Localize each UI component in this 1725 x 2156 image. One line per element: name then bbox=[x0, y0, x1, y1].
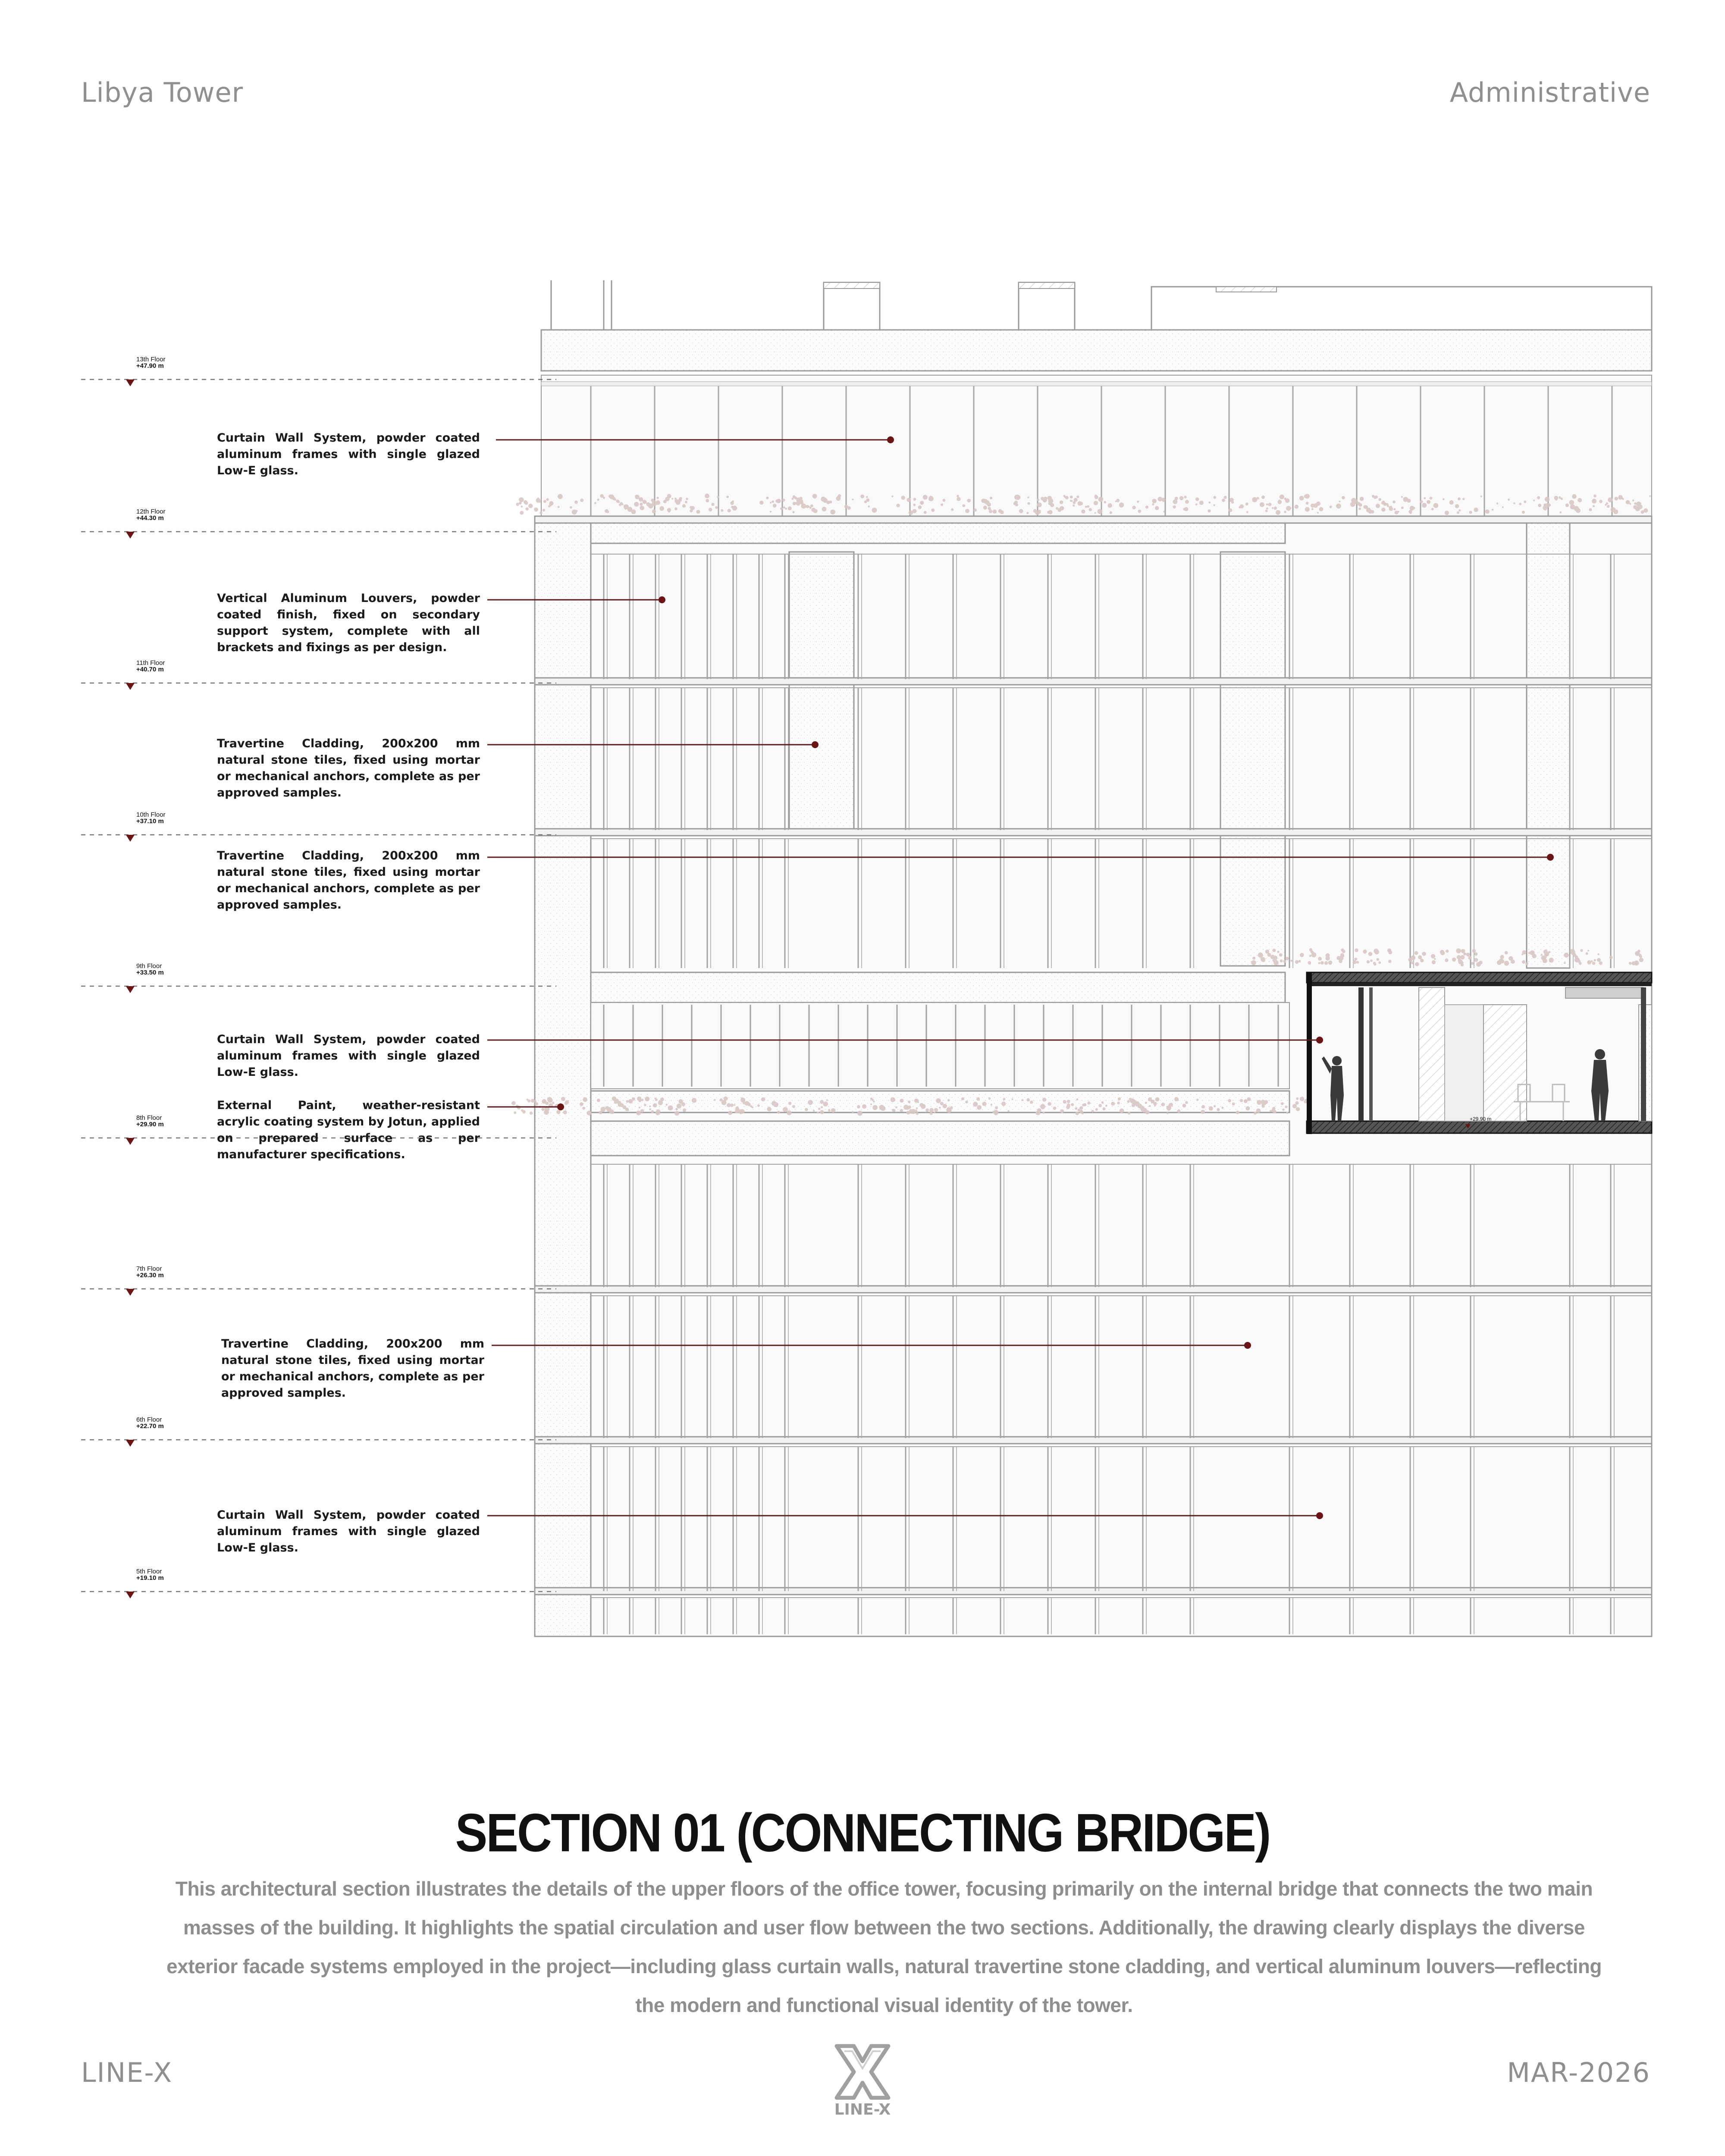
logo-text: LINE-X bbox=[834, 2101, 891, 2118]
level-marker bbox=[126, 379, 135, 386]
leader-dot bbox=[887, 436, 894, 443]
level-label: 6th Floor+22.70 m bbox=[136, 1416, 164, 1429]
annotation-curtain-wall-bridge: Curtain Wall System, powder coated alumi… bbox=[217, 1033, 480, 1079]
leader-dot bbox=[659, 596, 665, 603]
footer-date: MAR-2026 bbox=[1507, 2057, 1650, 2088]
annotation-curtain-wall-top: Curtain Wall System, powder coated alumi… bbox=[217, 431, 480, 477]
level-name: 5th Floor bbox=[136, 1568, 162, 1575]
leader-dot bbox=[1547, 854, 1554, 861]
level-name: 6th Floor bbox=[136, 1416, 162, 1423]
level-name: 10th Floor bbox=[136, 811, 166, 818]
level-marker bbox=[126, 1138, 135, 1145]
level-elevation: +22.70 m bbox=[136, 1423, 164, 1430]
level-marker bbox=[126, 1592, 135, 1598]
connecting-bridge bbox=[1306, 971, 1653, 1134]
section-title: SECTION 01 (CONNECTING BRIDGE) bbox=[455, 1802, 1271, 1863]
level-elevation: +29.90 m bbox=[136, 1121, 164, 1128]
project-name: Libya Tower bbox=[81, 77, 244, 108]
level-name: 13th Floor bbox=[136, 356, 166, 363]
annotation-travertine-upper: Travertine Cladding, 200x200 mm natural … bbox=[217, 737, 480, 799]
annotation-travertine-middle: Travertine Cladding, 200x200 mm natural … bbox=[217, 849, 480, 912]
level-name: 12th Floor bbox=[136, 508, 166, 515]
leader-dot bbox=[1244, 1342, 1251, 1349]
level-elevation: +19.10 m bbox=[136, 1574, 164, 1582]
annotation-travertine-lower: Travertine Cladding, 200x200 mm natural … bbox=[221, 1337, 484, 1400]
level-elevation: +47.90 m bbox=[136, 362, 164, 370]
line-x-logo bbox=[834, 2044, 891, 2100]
level-elevation: +26.30 m bbox=[136, 1272, 164, 1279]
level-marker bbox=[126, 683, 135, 690]
project-category: Administrative bbox=[1449, 77, 1650, 108]
level-label: 8th Floor+29.90 m bbox=[136, 1115, 164, 1128]
level-name: 7th Floor bbox=[136, 1265, 162, 1272]
level-marker bbox=[126, 1440, 135, 1447]
leader-dot bbox=[1316, 1512, 1323, 1519]
level-name: 11th Floor bbox=[136, 659, 165, 667]
level-label: 9th Floor+33.50 m bbox=[136, 963, 164, 976]
level-elevation: +37.10 m bbox=[136, 818, 164, 825]
section-description: This architectural section illustrates t… bbox=[166, 1877, 1602, 2016]
footer-brand: LINE-X bbox=[81, 2057, 173, 2088]
annotation-curtain-wall-lower: Curtain Wall System, powder coated alumi… bbox=[217, 1508, 480, 1554]
bridge-level-marker bbox=[1465, 1124, 1471, 1128]
level-label: 7th Floor+26.30 m bbox=[136, 1266, 164, 1279]
level-label: 5th Floor+19.10 m bbox=[136, 1568, 164, 1581]
leader-dot bbox=[1316, 1037, 1323, 1044]
annotation-vertical-louvers: Vertical Aluminum Louvers, powder coated… bbox=[217, 592, 480, 654]
level-name: 9th Floor bbox=[136, 962, 162, 970]
level-marker bbox=[126, 835, 135, 842]
level-label: 10th Floor+37.10 m bbox=[136, 812, 166, 824]
level-elevation: +40.70 m bbox=[136, 666, 164, 673]
level-elevation: +44.30 m bbox=[136, 514, 164, 522]
level-elevation: +33.50 m bbox=[136, 969, 164, 976]
level-label: 12th Floor+44.30 m bbox=[136, 508, 166, 521]
roof-parapet bbox=[540, 280, 1653, 372]
bridge-level-tag: +29.90 m bbox=[1470, 1116, 1492, 1122]
section-drawing bbox=[81, 280, 1653, 1637]
annotation-external-paint: External Paint, weather-resistant acryli… bbox=[217, 1099, 480, 1161]
level-marker bbox=[126, 532, 135, 539]
leader-dot bbox=[812, 741, 819, 748]
level-label: 13th Floor+47.90 m bbox=[136, 356, 166, 369]
leader-dot bbox=[557, 1103, 564, 1110]
level-marker bbox=[126, 1289, 135, 1296]
level-marker bbox=[126, 986, 135, 993]
level-name: 8th Floor bbox=[136, 1114, 162, 1122]
level-label: 11th Floor+40.70 m bbox=[136, 660, 165, 673]
